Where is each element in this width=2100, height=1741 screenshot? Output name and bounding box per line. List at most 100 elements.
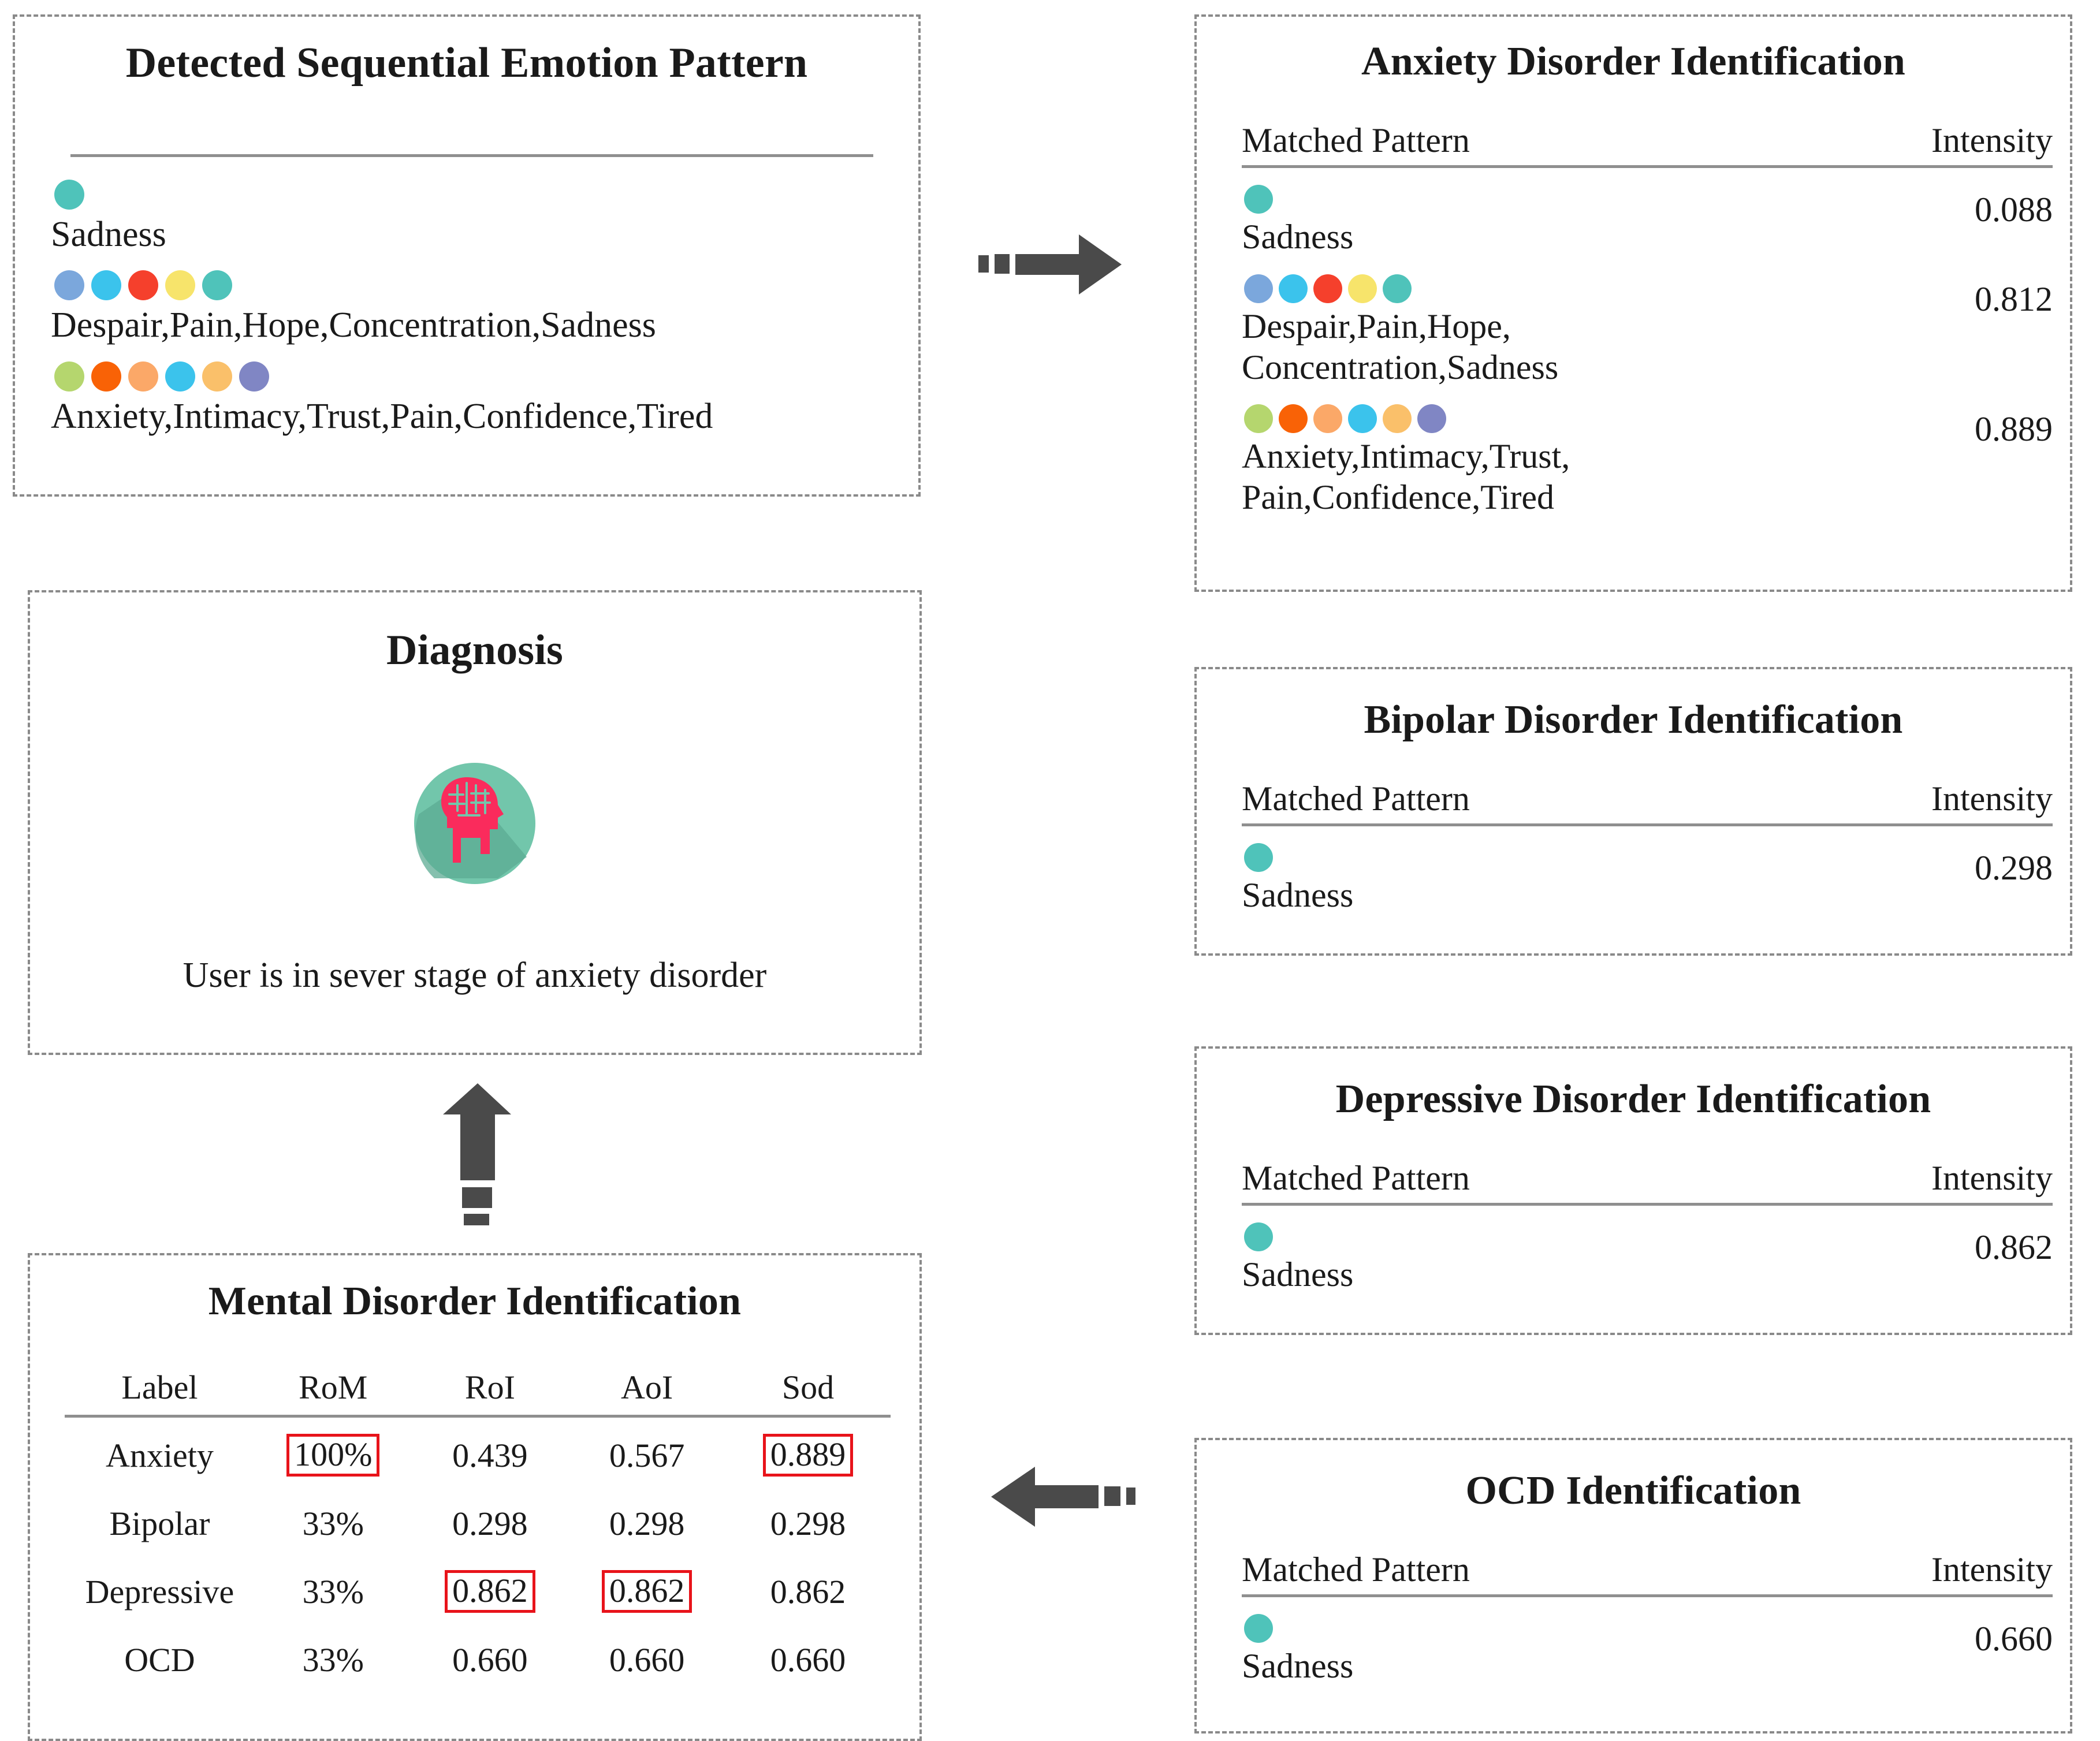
bipolar-disorder-identification-panel: Bipolar Disorder Identification Matched … xyxy=(1194,667,2072,956)
emotion-dot xyxy=(1279,404,1308,434)
list-item: Anxiety,Intimacy,Trust,Pain,Confidence,T… xyxy=(51,359,901,437)
highlight-box: 100% xyxy=(286,1433,380,1477)
column-header: Sod xyxy=(781,1369,835,1406)
table-row: Sadness 0.660 xyxy=(1242,1612,2053,1687)
column-header-matched-pattern: Matched Pattern xyxy=(1242,1550,1470,1589)
table-row: Anxiety,Intimacy,Trust, Pain,Confidence,… xyxy=(1242,402,2053,518)
cell-RoM: 33% xyxy=(302,1572,364,1610)
emotion-dot xyxy=(1313,404,1342,434)
column-header-matched-pattern: Matched Pattern xyxy=(1242,121,1470,159)
diagnosis-statement: User is in sever stage of anxiety disord… xyxy=(183,956,767,995)
table-header-divider xyxy=(1242,1594,2053,1597)
anxiety-disorder-identification-panel: Anxiety Disorder Identification Matched … xyxy=(1194,14,2072,592)
row-label: Depressive xyxy=(85,1572,234,1610)
emotion-dot xyxy=(1417,404,1446,434)
detected-sequential-emotion-pattern-panel: Detected Sequential Emotion Pattern Sadn… xyxy=(13,14,921,497)
cell-AoI: 0.862 xyxy=(568,1557,725,1626)
emotion-dot xyxy=(1383,274,1412,303)
column-header: RoI xyxy=(464,1369,515,1406)
column-header-intensity: Intensity xyxy=(1931,1550,2053,1589)
title-divider xyxy=(70,154,873,157)
table-header-divider xyxy=(1242,1203,2053,1206)
emotion-dot xyxy=(1244,1222,1273,1251)
column-header: RoM xyxy=(299,1369,368,1406)
emotion-sequence-label: Sadness xyxy=(51,215,166,254)
column-header-intensity: Intensity xyxy=(1931,1159,2053,1197)
column-header-intensity: Intensity xyxy=(1931,121,2053,159)
emotion-sequence-label: Despair,Pain,Hope,Concentration,Sadness xyxy=(51,305,656,345)
emotion-dot xyxy=(128,361,158,392)
emotion-sequence-label: Anxiety,Intimacy,Trust,Pain,Confidence,T… xyxy=(51,396,713,436)
emotion-dot-row xyxy=(51,268,901,303)
emotion-sequence-label: Sadness xyxy=(1242,1647,1354,1685)
intensity-value: 0.298 xyxy=(1975,849,2053,887)
emotion-dot-row xyxy=(51,177,901,212)
table-header: Matched Pattern Intensity xyxy=(1242,779,2053,819)
diagnosis-title: Diagnosis xyxy=(386,627,564,674)
table-row: Sadness 0.862 xyxy=(1242,1221,2053,1295)
matched-pattern-rows: Sadness 0.298 xyxy=(1242,841,2053,916)
table-header-row: Label RoM RoI AoI Sod xyxy=(65,1368,891,1415)
anxiety-panel-title: Anxiety Disorder Identification xyxy=(1361,39,1906,84)
emotion-dot-row xyxy=(1242,183,1353,215)
column-header-intensity: Intensity xyxy=(1931,780,2053,818)
page-title: Detected Sequential Emotion Pattern xyxy=(125,39,808,87)
emotion-dot-row xyxy=(1242,1612,1353,1645)
matched-pattern-rows: Sadness 0.862 xyxy=(1242,1221,2053,1295)
emotion-dot xyxy=(202,270,232,301)
cell-Sod: 0.889 xyxy=(725,1421,891,1489)
emotion-dot xyxy=(1244,843,1273,872)
head-brain-icon xyxy=(411,760,538,887)
emotion-dot xyxy=(1244,274,1273,303)
highlight-box: 0.862 xyxy=(601,1569,692,1613)
emotion-sequence-label: Sadness xyxy=(1242,876,1354,914)
matched-pattern-cell: Sadness xyxy=(1242,183,1353,258)
emotion-dot xyxy=(202,361,232,392)
table-header: Matched Pattern Intensity xyxy=(1242,1550,2053,1590)
arrow-mental-to-diagnosis xyxy=(430,1080,540,1242)
highlight-box: 0.889 xyxy=(762,1433,854,1477)
emotion-dot xyxy=(128,270,158,301)
arrow-ocd-to-mental xyxy=(976,1467,1138,1553)
emotion-dot xyxy=(1348,274,1377,303)
emotion-sequence-label: Sadness xyxy=(1242,218,1354,256)
matched-pattern-cell: Sadness xyxy=(1242,1221,1353,1295)
cell-AoI: 0.660 xyxy=(609,1641,685,1679)
depressive-disorder-identification-panel: Depressive Disorder Identification Match… xyxy=(1194,1046,2072,1335)
emotion-dot-row xyxy=(1242,402,1570,435)
emotion-dot-row xyxy=(1242,841,1353,874)
cell-Sod: 0.862 xyxy=(770,1572,846,1610)
intensity-value: 0.862 xyxy=(1975,1228,2053,1266)
cell-RoI: 0.298 xyxy=(452,1504,528,1542)
emotion-sequence-label: Anxiety,Intimacy,Trust, Pain,Confidence,… xyxy=(1242,437,1570,517)
intensity-value: 0.660 xyxy=(1975,1620,2053,1658)
emotion-dot xyxy=(54,270,84,301)
emotion-dot-row xyxy=(1242,1221,1353,1253)
pattern-list: Sadness Despair,Pain,Hope,Concentration,… xyxy=(51,177,901,437)
cell-RoM: 33% xyxy=(302,1504,364,1542)
table-header-divider xyxy=(1242,165,2053,168)
emotion-dot xyxy=(1244,185,1273,214)
column-header: AoI xyxy=(621,1369,673,1406)
emotion-dot xyxy=(1244,1614,1273,1643)
column-header: Label xyxy=(121,1369,198,1406)
row-label: Bipolar xyxy=(109,1504,210,1542)
emotion-dot xyxy=(54,180,84,210)
table-row: Despair,Pain,Hope, Concentration,Sadness… xyxy=(1242,273,2053,388)
emotion-sequence-label: Sadness xyxy=(1242,1255,1354,1293)
matched-pattern-rows: Sadness 0.660 xyxy=(1242,1612,2053,1687)
cell-RoM: 100% xyxy=(255,1421,412,1489)
arrow-detected-to-anxiety xyxy=(976,225,1132,306)
matched-pattern-cell: Despair,Pain,Hope, Concentration,Sadness xyxy=(1242,273,1558,388)
matched-pattern-cell: Sadness xyxy=(1242,1612,1353,1687)
ocd-identification-panel: OCD Identification Matched Pattern Inten… xyxy=(1194,1438,2072,1733)
bipolar-panel-title: Bipolar Disorder Identification xyxy=(1364,698,1903,742)
matched-pattern-cell: Sadness xyxy=(1242,841,1353,916)
row-label: OCD xyxy=(124,1641,195,1679)
